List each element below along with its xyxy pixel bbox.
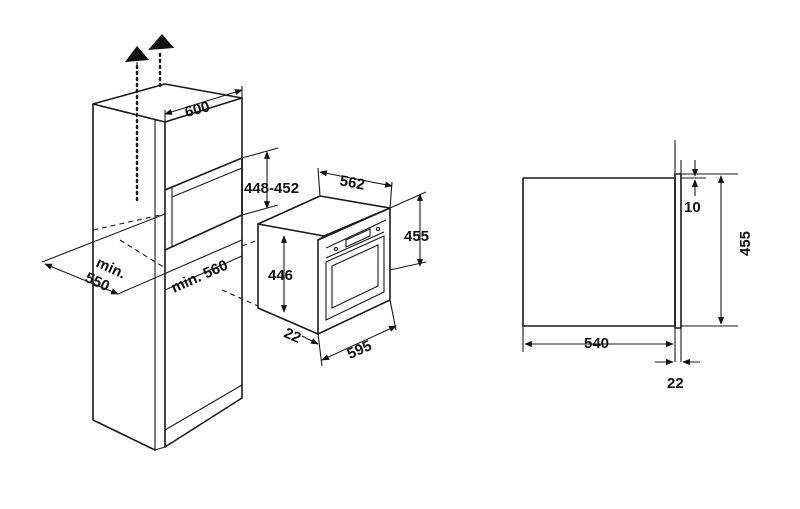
dim-oven-width: 595 22 [281,299,397,367]
label-side-depth: 540 [584,335,609,352]
cabinet [92,83,243,451]
label-side-top-gap: 10 [684,199,701,216]
dim-oven-front-height: 446 [268,235,293,313]
dim-niche-height: 448-452 [241,147,299,216]
ventilation-arrow-icon [125,46,149,62]
label-min-width: min. 560 [169,257,231,297]
dim-min-depth: min. 550 [41,213,166,295]
side-view [522,140,682,362]
label-side-height: 455 [737,231,754,256]
dim-oven-height: 455 [389,191,429,271]
dim-side-front-offset: 22 [655,358,700,392]
ventilation [125,34,174,202]
label-niche-height: 448-452 [244,180,299,197]
dim-side-depth: 540 [522,326,674,352]
label-oven-front-height: 446 [268,267,293,284]
label-front-offset: 22 [281,325,303,347]
label-side-front-offset: 22 [667,375,684,392]
label-oven-height: 455 [404,228,429,245]
dim-oven-depth: 562 [317,167,393,209]
dim-min-width: min. 560 [117,239,243,297]
label-oven-depth: 562 [338,173,366,194]
dim-side-height: 455 [681,175,754,327]
oven [257,195,391,335]
dim-side-top-gap: 10 [681,160,738,216]
ventilation-arrow-icon [148,34,174,50]
label-oven-width: 595 [345,337,375,363]
label-cabinet-width: 600 [183,98,212,121]
dim-cabinet-width: 600 [164,86,243,122]
